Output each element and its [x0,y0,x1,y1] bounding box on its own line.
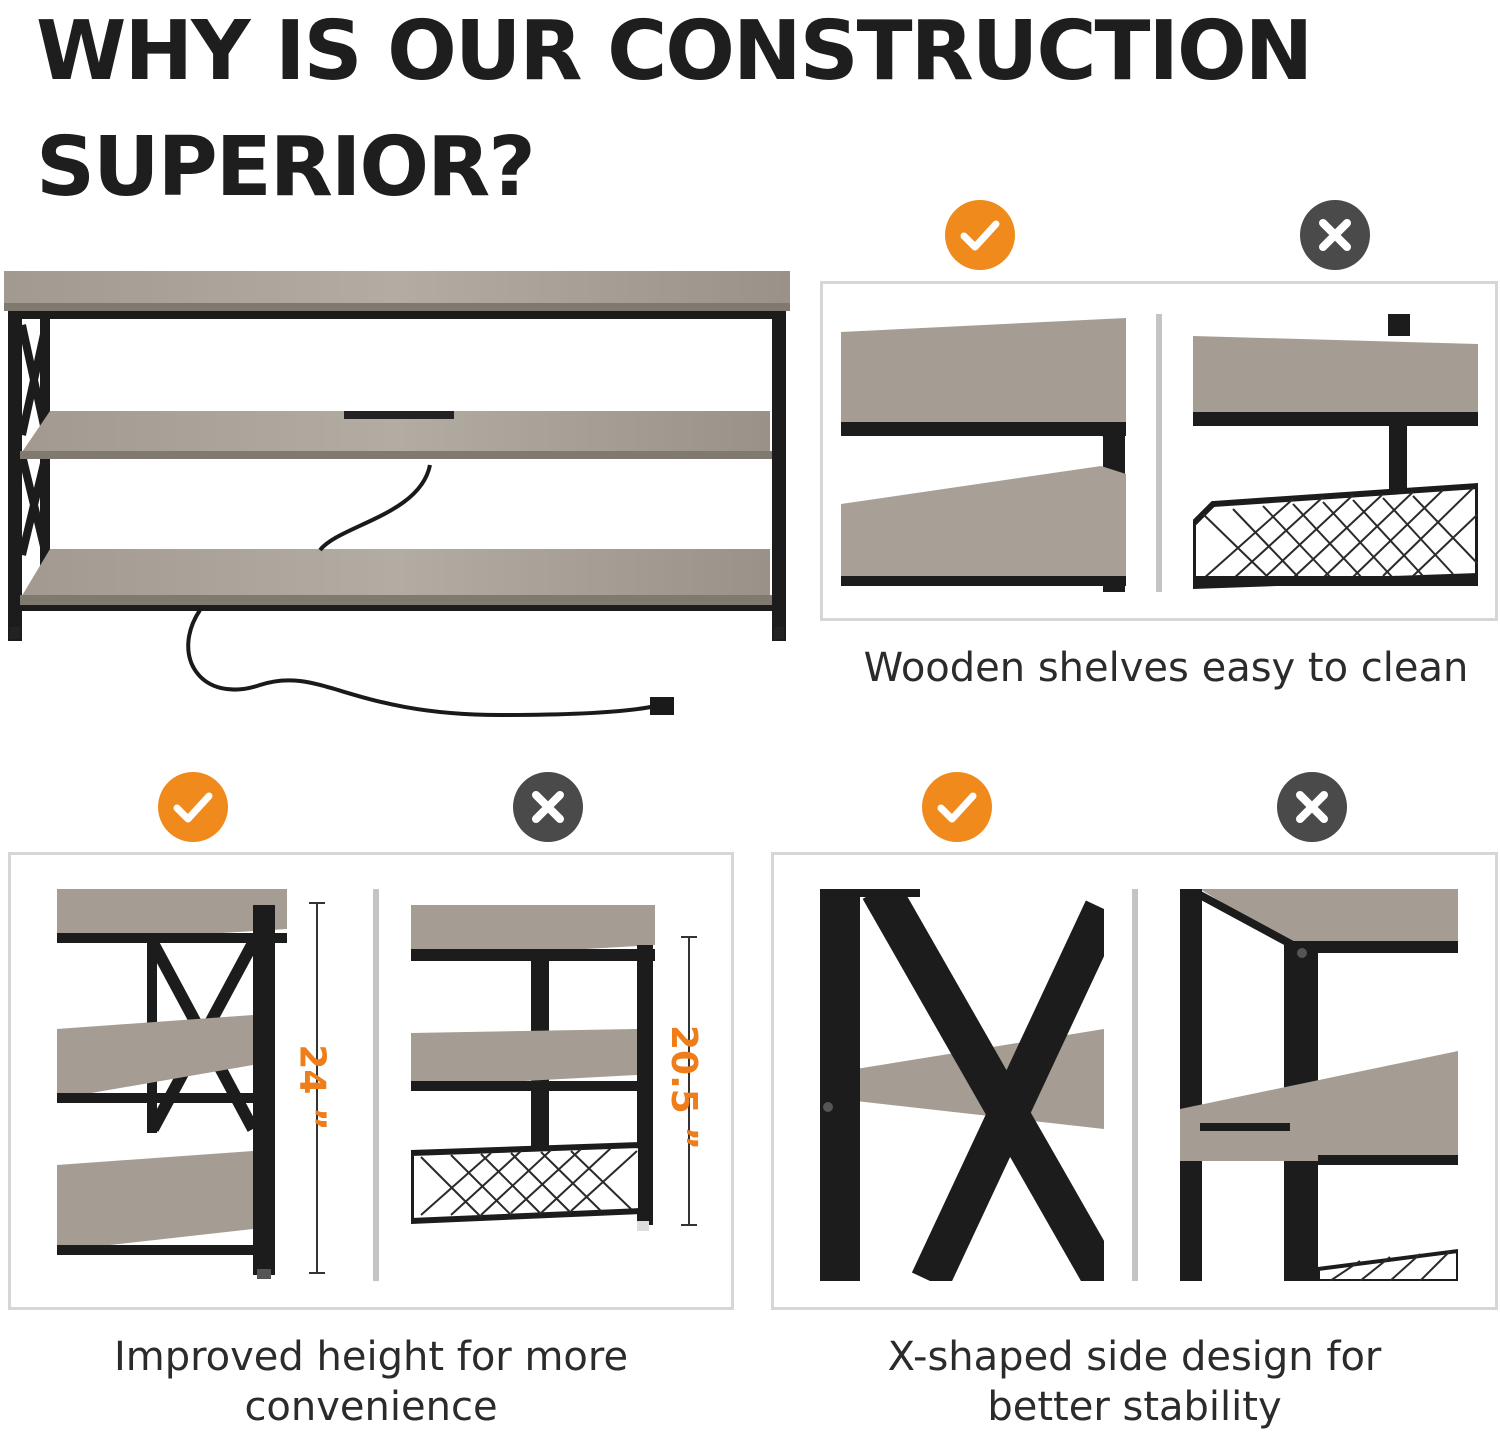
shelf-comparison-panel [820,281,1498,621]
height-caption-line-1: Improved height for more [113,1334,629,1380]
cross-icon [1277,772,1347,842]
shorter-stand-image [411,905,661,1235]
panel-divider [1156,314,1162,592]
title-line-2: SUPERIOR? [36,120,536,215]
x-frame-image [820,889,1104,1281]
cross-icon [1300,200,1370,270]
height-comparison-panel: 24 ” 20.5 ” [8,852,734,1310]
height-caption: Improved height for more convenience [8,1332,734,1432]
panel-divider [1132,889,1138,1281]
side-design-caption-line-1: X-shaped side design for [887,1334,1382,1380]
wooden-shelf-image [841,314,1126,592]
check-icon [158,772,228,842]
side-design-comparison-panel [771,852,1498,1310]
tv-stand-product-image [0,265,800,725]
check-icon [922,772,992,842]
side-design-caption-line-2: better stability [987,1384,1282,1430]
height-20-5-ruler [679,935,699,1227]
taller-stand-image [57,889,287,1279]
title-line-1: WHY IS OUR CONSTRUCTION [36,4,1313,99]
panel-divider [373,889,379,1281]
mesh-shelf-image [1193,314,1478,592]
cross-icon [513,772,583,842]
check-icon [945,200,1015,270]
height-24-label: 24 ” [291,1044,333,1131]
page-title: WHY IS OUR CONSTRUCTION SUPERIOR? [36,0,1313,226]
side-design-caption: X-shaped side design for better stabilit… [771,1332,1498,1432]
height-24-ruler [307,901,327,1275]
height-20-5-label: 20.5 ” [663,1024,705,1151]
height-caption-line-2: convenience [244,1384,498,1430]
shelves-caption: Wooden shelves easy to clean [863,645,1469,691]
straight-frame-image [1180,889,1458,1281]
